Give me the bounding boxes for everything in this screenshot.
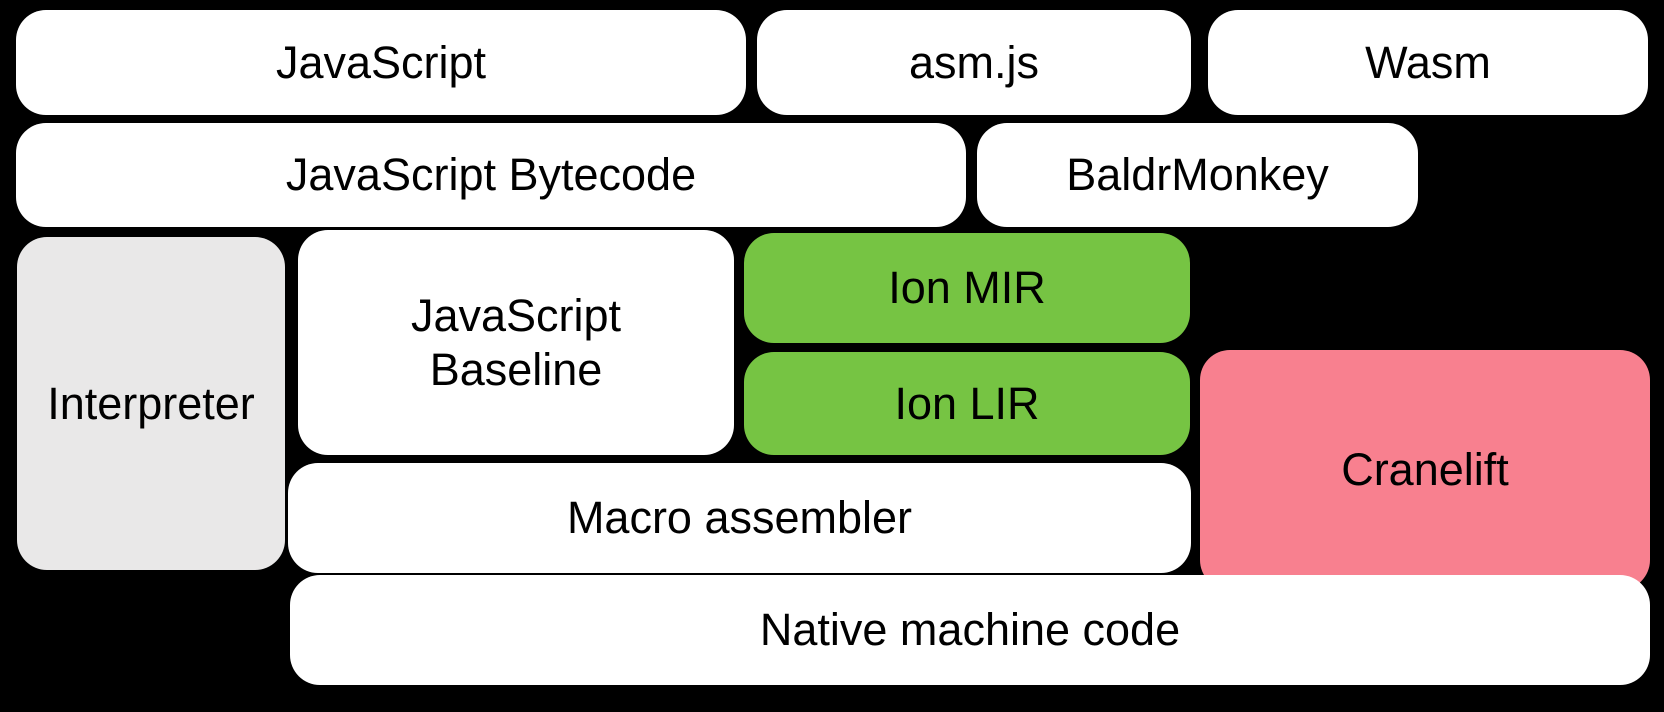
box-javascript-bytecode-label: JavaScript Bytecode (285, 149, 697, 201)
box-interpreter: Interpreter (17, 237, 285, 570)
box-macro-assembler: Macro assembler (288, 463, 1191, 573)
box-native-machine-code: Native machine code (290, 575, 1650, 685)
box-javascript-baseline: JavaScript Baseline (298, 230, 734, 455)
box-javascript-bytecode: JavaScript Bytecode (16, 123, 966, 227)
box-baldrmonkey: BaldrMonkey (977, 123, 1418, 227)
box-ion-mir: Ion MIR (744, 233, 1190, 343)
box-asmjs-label: asm.js (908, 36, 1039, 88)
box-macro-assembler-label: Macro assembler (566, 492, 913, 544)
box-wasm-label: Wasm (1365, 36, 1491, 88)
box-baldrmonkey-label: BaldrMonkey (1066, 149, 1329, 201)
box-native-machine-code-label: Native machine code (759, 604, 1181, 656)
box-ion-lir-label: Ion LIR (894, 377, 1040, 429)
box-ion-mir-label: Ion MIR (888, 262, 1046, 314)
box-javascript: JavaScript (16, 10, 746, 115)
box-cranelift: Cranelift (1200, 350, 1650, 590)
box-cranelift-label: Cranelift (1341, 444, 1509, 496)
box-javascript-baseline-label-line1: JavaScript (410, 290, 622, 342)
box-ion-lir: Ion LIR (744, 352, 1190, 455)
box-wasm: Wasm (1208, 10, 1648, 115)
box-asmjs: asm.js (757, 10, 1191, 115)
box-interpreter-label: Interpreter (47, 377, 255, 429)
box-javascript-baseline-label-line2: Baseline (429, 343, 603, 395)
box-javascript-label: JavaScript (275, 36, 487, 88)
